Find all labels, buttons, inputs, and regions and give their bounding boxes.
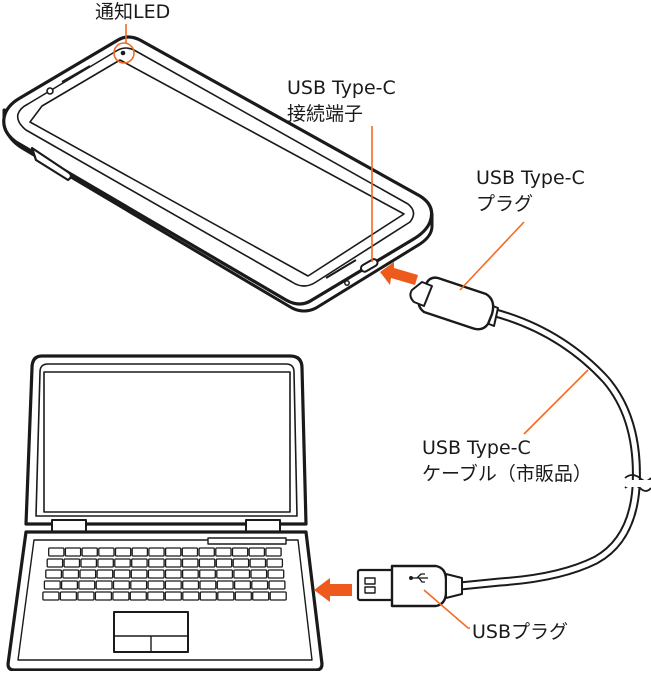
keyboard-key [248,547,266,557]
keyboard-key [266,558,284,568]
keyboard-key [48,547,65,557]
keyboard-key [199,591,217,601]
keyboard-key [130,580,148,590]
keyboard-key [198,547,215,557]
keyboard-key [42,591,60,601]
leader-line-plug [459,221,525,291]
keyboard-key [233,580,252,590]
keyboard-key [63,558,81,568]
keyboard-key [269,591,287,601]
keyboard-key [79,569,97,579]
keyboard-key [215,547,232,557]
keyboard-key [131,558,148,568]
keyboard-key [182,580,200,590]
keyboard-key [148,547,165,557]
keyboard-key [60,580,79,590]
keyboard-key [112,580,130,590]
keyboard-key [147,591,165,601]
label-usb-c-plug-line2: プラグ [476,193,533,215]
label-cable-line1: USB Type-C [422,437,531,459]
leader-line-usb-plug [423,589,470,629]
keyboard-key [164,547,182,557]
keyboard-key [265,547,282,557]
keyboard-key [81,547,98,557]
keyboard-key [231,547,249,557]
keyboard-key [181,569,199,579]
keyboard-key [164,569,182,579]
keyboard-key [130,569,148,579]
keyboard-key [216,569,234,579]
keyboard-key [181,558,199,568]
led-highlight [113,42,135,64]
keyboard-key [268,580,286,590]
keyboard-key [131,547,149,557]
keyboard-key [199,569,216,579]
keyboard-key [267,569,285,579]
keyboard-key [96,569,114,579]
keyboard-key [181,547,199,557]
leader-line-cable [523,369,589,435]
keyboard-key [59,591,78,601]
keyboard-key [114,547,132,557]
label-cable-line2: ケーブル（市販品） [422,462,592,485]
keyboard-key [95,580,113,590]
keyboard-key [250,569,268,579]
keyboard-key [77,591,95,601]
keyboard-key [45,569,63,579]
label-usb-plug: USBプラグ [472,621,568,643]
keyboard-key [234,591,252,601]
keyboard-key [164,580,182,590]
label-notification-led: 通知LED [95,1,170,23]
label-usb-c-plug-line1: USB Type-C [476,167,585,189]
keyboard-key [251,580,269,590]
laptop [6,354,324,672]
insert-arrow-phone [380,262,418,285]
keyboard-key [249,558,267,568]
keyboard-key [182,591,200,601]
keyboard-key [98,547,115,557]
keyboard-key [112,591,130,601]
keyboard-key [198,558,216,568]
keyboard-key [148,558,165,568]
keyboard-key [164,558,182,568]
label-usb-c-port-line2: 接続端子 [287,103,363,125]
keyboard-key [217,591,235,601]
keyboard-key [216,580,234,590]
smartphone [2,35,434,313]
keyboard-key [164,591,182,601]
keyboard-key [62,569,80,579]
keyboard-key [97,558,114,568]
keyboard-key [252,591,270,601]
keyboard-key [129,591,147,601]
keyboard-key [114,558,131,568]
keyboard-key [232,558,250,568]
keyboard-key [233,569,251,579]
keyboard-key [46,558,64,568]
keyboard-key [199,580,217,590]
label-usb-c-port-line1: USB Type-C [287,77,396,99]
keyboard-key [80,558,98,568]
usb-c-cable [409,276,651,591]
keyboard-key [78,580,96,590]
keyboard [42,547,287,601]
keyboard-key [215,558,233,568]
insert-arrow-laptop [314,578,352,602]
keyboard-key [147,580,165,590]
usb-symbol-icon [409,573,428,583]
usb-a-plug [356,564,463,608]
keyboard-key [64,547,82,557]
keyboard-key [113,569,131,579]
keyboard-key [43,580,61,590]
keyboard-key [147,569,165,579]
keyboard-key [94,591,113,601]
